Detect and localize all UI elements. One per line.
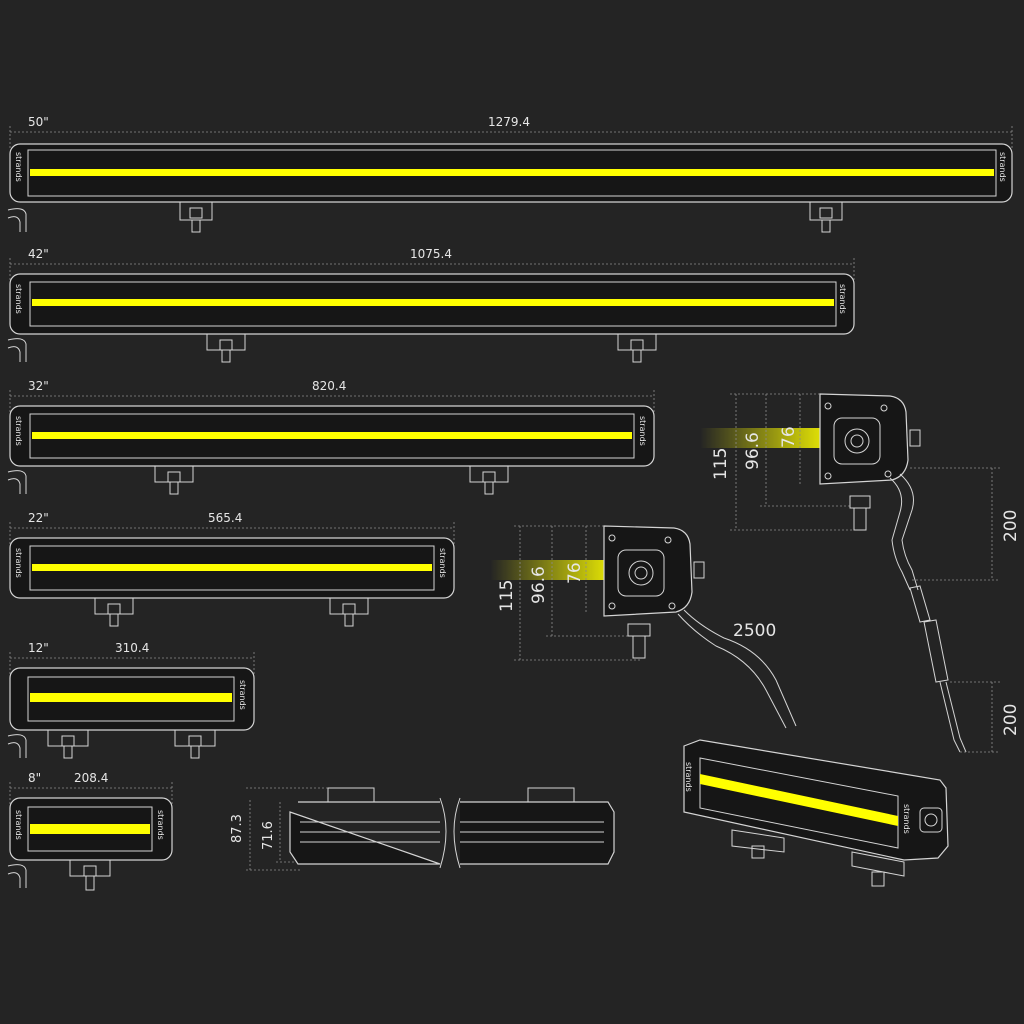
bar-32-bracket-right: [469, 465, 509, 495]
bar-22-led-strip: [32, 564, 432, 571]
bar-50-led-strip: [30, 169, 994, 176]
bar-8: 8" 208.4 strands strands: [7, 771, 173, 891]
side-view-upper-housing: [819, 393, 909, 485]
bar-50-cable: [7, 208, 27, 232]
bar-32-brand-left: strands: [14, 416, 23, 446]
bar-42-bracket-right: [617, 333, 657, 363]
bar-50-length-label: 1279.4: [488, 115, 530, 129]
side-view-lower-lens-height: 76: [565, 562, 585, 584]
bar-42-lens: [29, 281, 837, 327]
bar-42-bracket-left: [206, 333, 246, 363]
side-view-upper-cable-drop-1: 200: [1001, 510, 1021, 542]
bar-22-size-label: 22": [28, 511, 49, 525]
bar-22-bracket-left: [94, 597, 134, 627]
back-view-bracket-right: [527, 787, 575, 803]
bar-12: 12" 310.4 strands: [7, 641, 255, 759]
bar-8-bracket: [69, 859, 111, 891]
side-view-upper-connector: [909, 429, 921, 447]
perspective-brand-left: strands: [684, 762, 693, 792]
bar-8-length-label: 208.4: [74, 771, 108, 785]
bar-42-led-strip: [32, 299, 834, 306]
bar-32-length-label: 820.4: [312, 379, 346, 393]
bar-32-brand-right: strands: [638, 416, 647, 446]
bar-12-cable: [7, 734, 27, 758]
bar-50-lens: [27, 149, 997, 197]
bar-42-brand-right: strands: [838, 284, 847, 314]
bar-42-length-label: 1075.4: [410, 247, 452, 261]
back-view-bracket-left: [327, 787, 375, 803]
bar-42-cable: [7, 338, 27, 362]
bar-12-length-label: 310.4: [115, 641, 149, 655]
back-view-body-height: 71.6: [261, 821, 276, 850]
bar-22-brand-right: strands: [438, 548, 447, 578]
perspective-bracket-left: [731, 829, 785, 853]
bar-42-size-label: 42": [28, 247, 49, 261]
side-view-upper-total-height: 115: [711, 448, 731, 480]
bar-50-bracket-right: [809, 201, 843, 233]
bar-22: 22" 565.4 strands strands: [9, 511, 455, 627]
back-view-break-mark: [439, 797, 461, 869]
side-view-lower-housing-height: 96.6: [529, 566, 549, 604]
perspective-brand-right: strands: [902, 804, 911, 834]
bar-8-size-label: 8": [28, 771, 41, 785]
side-view-lower-cable: [677, 609, 797, 729]
side-view-lower-bracket: [627, 623, 651, 637]
side-view-lower-housing: [603, 525, 693, 617]
bar-12-bracket-right: [174, 729, 216, 759]
side-view-lower-beam: [490, 560, 606, 580]
bar-50-size-label: 50": [28, 115, 49, 129]
back-view-overall-height: 87.3: [230, 814, 245, 843]
bar-32-bracket-left: [154, 465, 194, 495]
side-view-upper-cable: [889, 473, 919, 591]
bar-22-brand-left: strands: [14, 548, 23, 578]
perspective-lens: [699, 757, 899, 849]
side-view-upper-beam: [700, 428, 820, 448]
side-view-upper-housing-height: 96.6: [743, 432, 763, 470]
bar-50-bracket-left: [179, 201, 213, 233]
side-view-lower-cable-length: 2500: [733, 621, 776, 641]
bar-22-lens: [29, 545, 435, 591]
bar-12-led-strip: [30, 693, 232, 702]
bar-12-brand: strands: [238, 680, 247, 710]
perspective-bracket-right: [851, 851, 905, 877]
side-view-lower: 115 96.6 76 2500: [490, 525, 797, 729]
back-view: 87.3 71.6: [230, 787, 615, 871]
side-view-upper-lens-height: 76: [779, 426, 799, 448]
bar-8-brand-left: strands: [14, 810, 23, 840]
bar-12-bracket-left: [47, 729, 89, 759]
side-view-upper-cable-drop-2: 200: [1001, 704, 1021, 736]
perspective-led-strip: [700, 774, 898, 826]
bar-8-cable: [7, 864, 27, 888]
side-view-upper-bracket: [849, 495, 871, 509]
bar-32: 32" 820.4 strands strands: [7, 379, 655, 495]
bar-22-length-label: 565.4: [208, 511, 242, 525]
side-view-upper: 115 96.6 76 200 200: [700, 393, 1021, 753]
side-view-upper-lens: [844, 428, 870, 454]
bar-42: 42" 1075.4 strands strands: [7, 247, 855, 363]
bar-8-brand-right: strands: [156, 810, 165, 840]
bar-42-brand-left: strands: [14, 284, 23, 314]
perspective-end-lens: [919, 807, 943, 833]
bar-8-led-strip: [30, 824, 150, 834]
bar-12-size-label: 12": [28, 641, 49, 655]
side-view-upper-plug: [909, 585, 949, 683]
bar-50: 50" 1279.4 strands strands: [7, 115, 1013, 233]
bar-32-size-label: 32": [28, 379, 49, 393]
bar-32-lens: [29, 413, 635, 459]
bar-32-led-strip: [32, 432, 632, 439]
perspective-view: strands strands: [683, 739, 949, 887]
side-view-lower-lens: [628, 560, 654, 586]
bar-32-cable: [7, 470, 27, 494]
side-view-lower-connector: [693, 561, 705, 579]
bar-8-lens: [27, 806, 153, 852]
side-view-upper-lens-frame: [833, 417, 881, 465]
bar-50-brand-left: strands: [14, 152, 23, 182]
back-view-housing: [289, 801, 615, 865]
bar-12-lens: [27, 676, 235, 722]
bar-50-brand-right: strands: [998, 152, 1007, 182]
bar-22-bracket-right: [329, 597, 369, 627]
side-view-lower-total-height: 115: [497, 580, 517, 612]
side-view-lower-lens-frame: [617, 549, 665, 597]
